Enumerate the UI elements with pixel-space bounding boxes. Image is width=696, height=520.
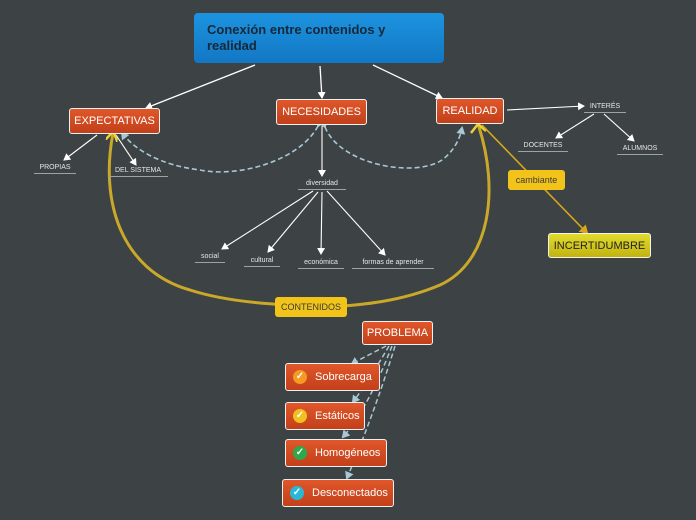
- leaf-docentes[interactable]: DOCENTES: [518, 142, 568, 152]
- task-estaticos-label: Estáticos: [315, 410, 360, 422]
- task-desconectados-label: Desconectados: [312, 487, 388, 499]
- node-expectativas[interactable]: EXPECTATIVAS: [69, 108, 160, 134]
- contenidos-arc: [109, 123, 491, 309]
- leaf-cultural[interactable]: cultural: [244, 257, 280, 267]
- node-incertidumbre[interactable]: INCERTIDUMBRE: [548, 233, 651, 258]
- relation-cambiante-label: cambiante: [515, 175, 558, 185]
- leaf-diversidad[interactable]: diversidad: [298, 180, 346, 190]
- node-necesidades-label: NECESIDADES: [282, 106, 361, 118]
- leaf-social-label: social: [201, 253, 219, 260]
- leaf-alumnos[interactable]: ALUMNOS: [617, 145, 663, 155]
- task-desconectados[interactable]: ✓ Desconectados: [282, 479, 394, 507]
- leaf-del-sistema[interactable]: DEL SISTEMA: [108, 167, 168, 177]
- leaf-propias[interactable]: PROPIAS: [34, 164, 76, 174]
- node-incertidumbre-label: INCERTIDUMBRE: [553, 239, 646, 252]
- relation-contenidos[interactable]: CONTENIDOS: [275, 297, 347, 317]
- node-realidad[interactable]: REALIDAD: [436, 98, 504, 124]
- leaf-social[interactable]: social: [195, 253, 225, 263]
- relation-contenidos-label: CONTENIDOS: [280, 302, 341, 312]
- check-icon: ✓: [293, 446, 307, 460]
- check-icon: ✓: [290, 486, 304, 500]
- check-icon: ✓: [293, 370, 307, 384]
- leaf-alumnos-label: ALUMNOS: [622, 145, 658, 152]
- task-sobrecarga-label: Sobrecarga: [315, 371, 372, 383]
- leaf-del-sistema-label: DEL SISTEMA: [114, 167, 162, 174]
- leaf-propias-label: PROPIAS: [39, 164, 71, 171]
- relation-cambiante[interactable]: cambiante: [508, 170, 565, 190]
- task-sobrecarga[interactable]: ✓ Sobrecarga: [285, 363, 380, 391]
- node-problema[interactable]: PROBLEMA: [362, 321, 433, 345]
- central-topic[interactable]: Conexión entre contenidos y realidad: [194, 13, 444, 63]
- node-realidad-label: REALIDAD: [442, 105, 498, 117]
- task-homogeneos-label: Homogéneos: [315, 447, 381, 459]
- problema-connectors: [341, 345, 396, 480]
- check-icon: ✓: [293, 409, 307, 423]
- leaf-docentes-label: DOCENTES: [523, 142, 563, 149]
- leaf-economica-label: económica: [304, 259, 338, 266]
- leaf-economica[interactable]: económica: [298, 259, 344, 269]
- title-connectors: [145, 64, 443, 110]
- node-problema-label: PROBLEMA: [366, 327, 429, 339]
- leaf-diversidad-label: diversidad: [306, 180, 338, 187]
- leaf-formas-de-aprender-label: formas de aprender: [362, 259, 424, 266]
- task-estaticos[interactable]: ✓ Estáticos: [285, 402, 365, 430]
- leaf-cultural-label: cultural: [250, 257, 274, 264]
- central-topic-label: Conexión entre contenidos y realidad: [207, 22, 386, 53]
- node-necesidades[interactable]: NECESIDADES: [276, 99, 367, 125]
- contenidos-arc-start: [470, 123, 487, 134]
- node-expectativas-label: EXPECTATIVAS: [74, 115, 155, 127]
- task-homogeneos[interactable]: ✓ Homogéneos: [285, 439, 387, 467]
- dashed-relations: [120, 118, 466, 173]
- leaf-interes[interactable]: INTERÉS: [584, 103, 626, 113]
- leaf-interes-label: INTERÉS: [589, 103, 621, 110]
- leaf-formas-de-aprender[interactable]: formas de aprender: [352, 259, 434, 269]
